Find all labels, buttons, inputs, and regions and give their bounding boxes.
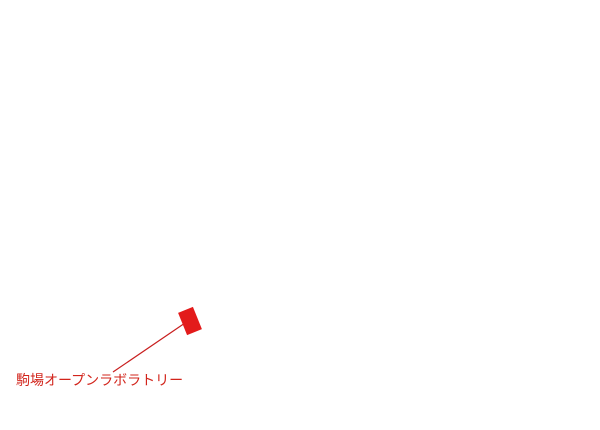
leader-line (112, 322, 186, 373)
location-marker-icon[interactable] (178, 306, 202, 336)
place-label[interactable]: 駒場オープンラボラトリー (16, 373, 184, 389)
